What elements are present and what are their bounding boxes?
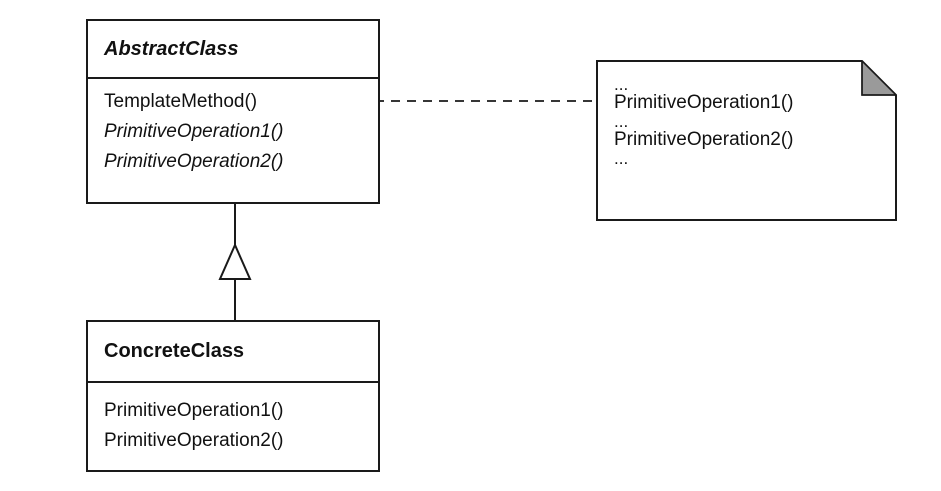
note-shape (596, 60, 897, 221)
note-line: PrimitiveOperation1() (614, 92, 794, 113)
abstract-class-operations: TemplateMethod() PrimitiveOperation1() P… (88, 79, 378, 177)
note-text: ... PrimitiveOperation1() ... PrimitiveO… (614, 75, 794, 168)
note-line: ... (614, 75, 629, 94)
concrete-class-box: ConcreteClass PrimitiveOperation1() Prim… (86, 320, 380, 472)
note-fold-edge (861, 61, 896, 96)
abstract-class-name: AbstractClass (88, 21, 378, 79)
note-outline (596, 60, 897, 221)
abstract-class-box: AbstractClass TemplateMethod() Primitive… (86, 19, 380, 204)
note-line: ... (614, 112, 629, 131)
note: ... PrimitiveOperation1() ... PrimitiveO… (596, 60, 897, 221)
template-method-operation: TemplateMethod() (104, 91, 258, 112)
concrete-class-operations: PrimitiveOperation1() PrimitiveOperation… (88, 383, 378, 456)
note-line: ... (614, 149, 629, 168)
primitive-operation-2: PrimitiveOperation2() (104, 151, 284, 172)
primitive-operation-1: PrimitiveOperation1() (104, 400, 284, 421)
note-line: PrimitiveOperation2() (614, 129, 794, 150)
note-folded-corner (861, 60, 897, 96)
concrete-class-name: ConcreteClass (88, 322, 378, 383)
primitive-operation-2: PrimitiveOperation2() (104, 430, 284, 451)
generalization-arrowhead (218, 242, 252, 280)
primitive-operation-1: PrimitiveOperation1() (104, 121, 284, 142)
